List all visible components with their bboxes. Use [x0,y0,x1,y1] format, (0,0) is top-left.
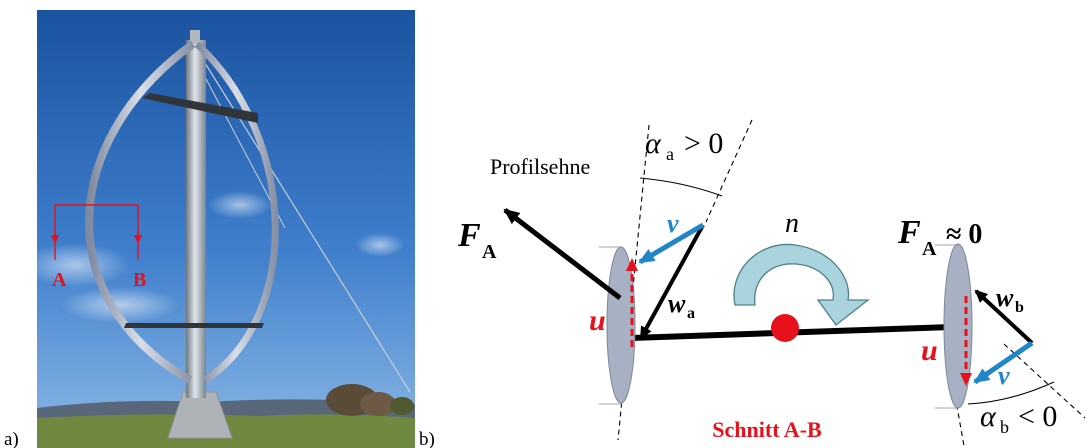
section-label-a: A [52,269,67,291]
alpha-a-subscript: a [666,144,674,164]
left-blade [85,40,196,384]
upper-strut [142,93,258,123]
flow-extension-left [705,119,753,223]
v-arrow-left [638,222,705,265]
panel-a-tag: a) [4,429,19,448]
alpha-b-arc [967,381,1055,405]
blade-profile-left [599,246,636,405]
speed-label: n [785,208,799,239]
flow-extension-right [1003,343,1086,419]
force-right-symbol: F [897,214,921,251]
force-left-subscript: A [482,241,497,263]
wb-symbol: w [996,283,1014,312]
lower-strut [124,323,264,328]
alpha-a-relation: > 0 [684,127,723,160]
cloud [60,287,180,323]
wa-arrow [639,224,705,340]
v-arrow-right [973,340,1034,385]
tower-top [190,30,200,44]
turbine-photo: A B [20,10,415,448]
cloud [355,233,405,257]
rotation-arrow [733,243,870,326]
section-label-b: B [133,269,146,291]
cloud [208,191,272,219]
rotor-hub [771,314,799,342]
section-marker [51,204,142,260]
section-title: Schnitt A-B [712,417,822,442]
alpha-a-arc [639,177,723,197]
u-label-right: u [921,334,938,367]
force-right-relation: ≈ 0 [946,219,982,250]
chord-label: Profilsehne [490,154,590,179]
alpha-b-relation: < 0 [1018,400,1057,433]
v-label-right: v [998,361,1010,390]
cloud [20,243,130,287]
wa-subscript: a [687,305,695,322]
force-left-symbol: F [457,217,481,254]
right-blade [194,41,279,383]
alpha-a-symbol: α [645,127,662,160]
fa-arrow-left [503,208,622,300]
wb-arrow [974,289,1034,345]
trees [326,384,414,416]
sky [37,10,415,448]
alpha-b-subscript: b [1000,417,1009,437]
wb-subscript: b [1015,299,1024,316]
u-label-left: u [589,304,606,337]
panel-b-tag: b) [419,429,435,448]
alpha-b-symbol: α [980,400,997,433]
tower-mast [186,40,206,398]
wa-symbol: w [668,289,686,318]
v-label-left: v [667,209,679,238]
force-right-subscript: A [922,238,937,260]
